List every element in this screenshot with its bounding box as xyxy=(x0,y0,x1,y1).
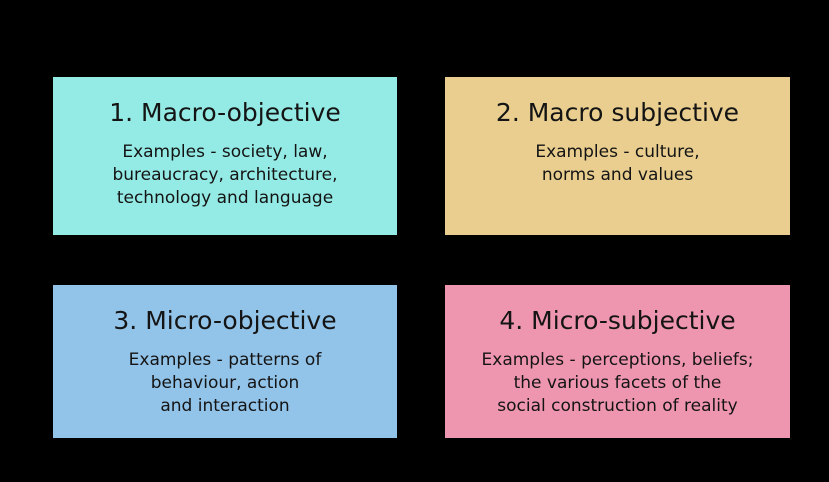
quadrant-title: 4. Micro-subjective xyxy=(499,306,736,335)
quadrant-micro-subjective: 4. Micro-subjective Examples - perceptio… xyxy=(445,285,790,438)
quadrant-example-line: Examples - society, law, xyxy=(122,142,328,162)
quadrant-example-line: behaviour, action xyxy=(150,373,300,393)
quadrant-example-line: Examples - patterns of xyxy=(128,350,322,370)
quadrant-title: 2. Macro subjective xyxy=(495,98,740,127)
quadrant-example-line: norms and values xyxy=(541,165,694,185)
quadrant-micro-objective: 3. Micro-objective Examples - patterns o… xyxy=(53,285,397,438)
quadrant-example-line: the various facets of the xyxy=(513,373,722,393)
quadrant-example-line: and interaction xyxy=(160,396,290,416)
quadrant-title: 3. Micro-objective xyxy=(113,306,337,335)
quadrant-macro-subjective: 2. Macro subjective Examples - culture, … xyxy=(445,77,790,235)
quadrant-title: 1. Macro-objective xyxy=(109,98,341,127)
quadrant-macro-objective: 1. Macro-objective Examples - society, l… xyxy=(53,77,397,235)
quadrant-example-line: bureaucracy, architecture, xyxy=(112,165,338,185)
quadrant-example-line: Examples - perceptions, beliefs; xyxy=(481,350,754,370)
quadrant-example-line: technology and language xyxy=(116,188,334,208)
quadrant-example-line: Examples - culture, xyxy=(535,142,700,162)
quadrant-example-line: social construction of reality xyxy=(497,396,738,416)
